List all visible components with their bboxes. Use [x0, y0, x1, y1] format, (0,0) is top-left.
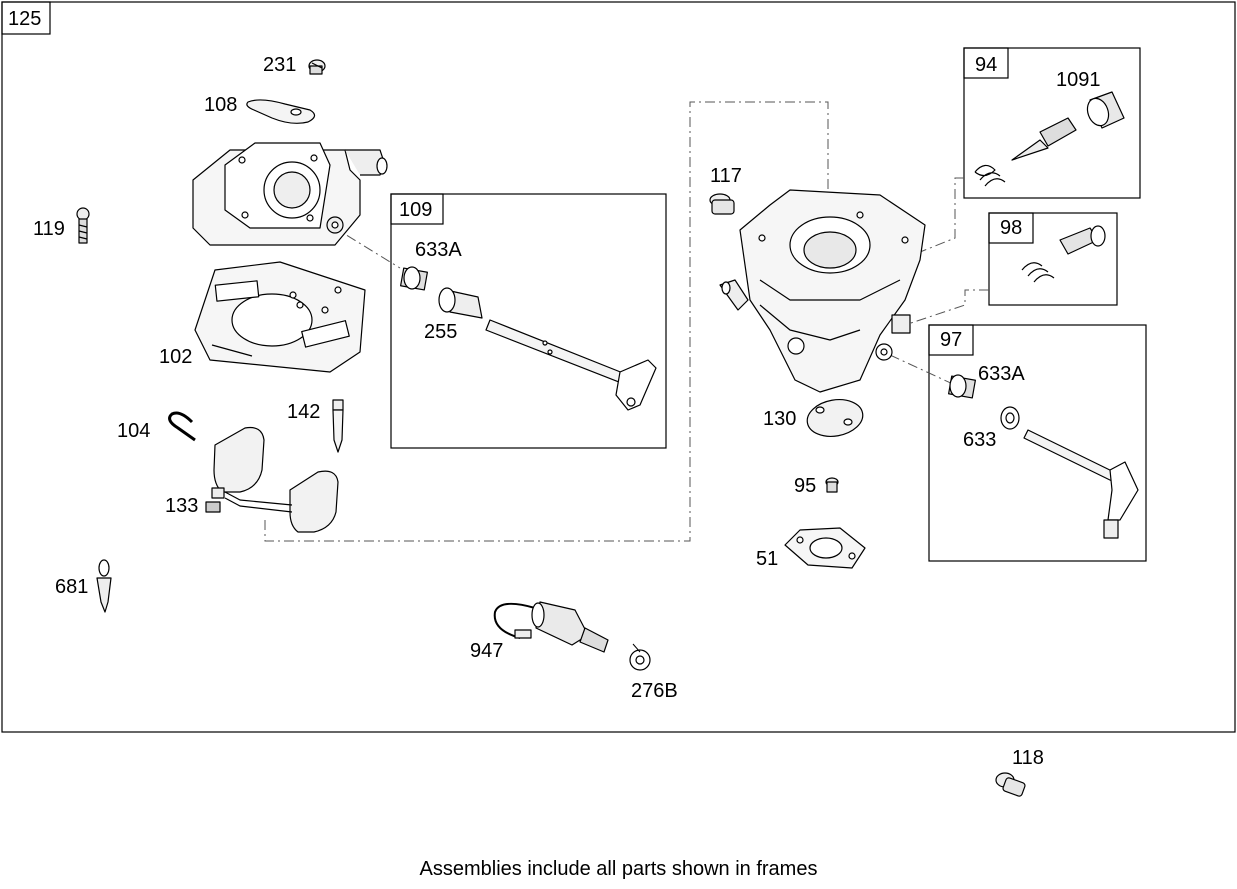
- part-681-pin[interactable]: [96, 559, 112, 613]
- label-142: 142: [287, 401, 321, 423]
- label-633: 633: [963, 429, 997, 451]
- part-633a-bushing-right[interactable]: [948, 374, 976, 399]
- label-119: 119: [33, 218, 65, 240]
- label-95: 95: [794, 475, 817, 497]
- part-95-screw[interactable]: [825, 477, 839, 493]
- label-130: 130: [763, 408, 797, 430]
- part-947-solenoid[interactable]: [493, 601, 609, 653]
- part-throttle-shaft[interactable]: [485, 319, 657, 411]
- part-upper-body[interactable]: [192, 142, 388, 246]
- frame-97-id-box: [928, 324, 974, 356]
- main-assembly-frame: [1, 1, 1236, 733]
- part-102-gasket[interactable]: [194, 261, 366, 373]
- label-108: 108: [204, 94, 238, 116]
- frame-109-id: 109: [399, 199, 433, 221]
- part-142-needle[interactable]: [332, 399, 344, 453]
- part-133-float[interactable]: [205, 426, 339, 533]
- part-276b-washer[interactable]: [629, 649, 651, 671]
- part-98-idle-screw[interactable]: [1021, 225, 1106, 283]
- frame-109: [390, 193, 667, 449]
- part-119-screw[interactable]: [76, 207, 90, 244]
- part-carburetor-body[interactable]: [719, 189, 926, 393]
- label-102: 102: [159, 346, 193, 368]
- main-frame-id-box: [1, 1, 51, 35]
- label-633a-right: 633A: [978, 363, 1025, 385]
- reference-line-bowl: [264, 101, 829, 542]
- label-231: 231: [263, 54, 297, 76]
- label-104: 104: [117, 420, 151, 442]
- frame-94-id-box: [963, 47, 1009, 79]
- part-118-plug[interactable]: [995, 772, 1026, 797]
- reference-line-shaft-left: [329, 224, 401, 269]
- label-133: 133: [165, 495, 199, 517]
- leader-line: [632, 643, 641, 653]
- part-104-clip: [168, 411, 196, 442]
- part-255-bushing[interactable]: [438, 287, 483, 319]
- reference-line-98: [904, 289, 989, 326]
- frame-98-id-box: [988, 212, 1034, 244]
- frame-98: [988, 212, 1118, 306]
- part-117-plug[interactable]: [709, 193, 735, 215]
- reference-line-94: [904, 177, 964, 259]
- frame-94-id: 94: [975, 54, 998, 76]
- part-51-gasket[interactable]: [784, 527, 866, 569]
- label-681: 681: [55, 576, 89, 598]
- label-633a-left: 633A: [415, 239, 462, 261]
- frame-97-id: 97: [940, 329, 963, 351]
- label-276b: 276B: [631, 680, 678, 702]
- frame-97: [928, 324, 1147, 562]
- frame-98-id: 98: [1000, 217, 1023, 239]
- footer-note: Assemblies include all parts shown in fr…: [419, 858, 818, 880]
- label-1091: 1091: [1056, 69, 1101, 91]
- part-633a-bushing-left[interactable]: [400, 266, 428, 291]
- frame-94: [963, 47, 1141, 199]
- reference-line-97: [889, 354, 956, 386]
- part-108-gasket[interactable]: [246, 99, 316, 124]
- frame-109-id-box: [390, 193, 444, 225]
- part-1091-cap[interactable]: [1084, 91, 1125, 129]
- part-633-washer[interactable]: [1000, 406, 1020, 430]
- label-255: 255: [424, 321, 458, 343]
- label-118: 118: [1012, 747, 1044, 769]
- part-choke-shaft[interactable]: [1023, 429, 1139, 539]
- label-51: 51: [756, 548, 779, 570]
- main-frame-id: 125: [8, 8, 42, 30]
- part-231-screw[interactable]: [308, 59, 326, 75]
- label-947: 947: [470, 640, 504, 662]
- part-94-mixture-needle[interactable]: [974, 117, 1077, 187]
- part-130-plate[interactable]: [804, 395, 865, 440]
- label-117: 117: [710, 165, 742, 187]
